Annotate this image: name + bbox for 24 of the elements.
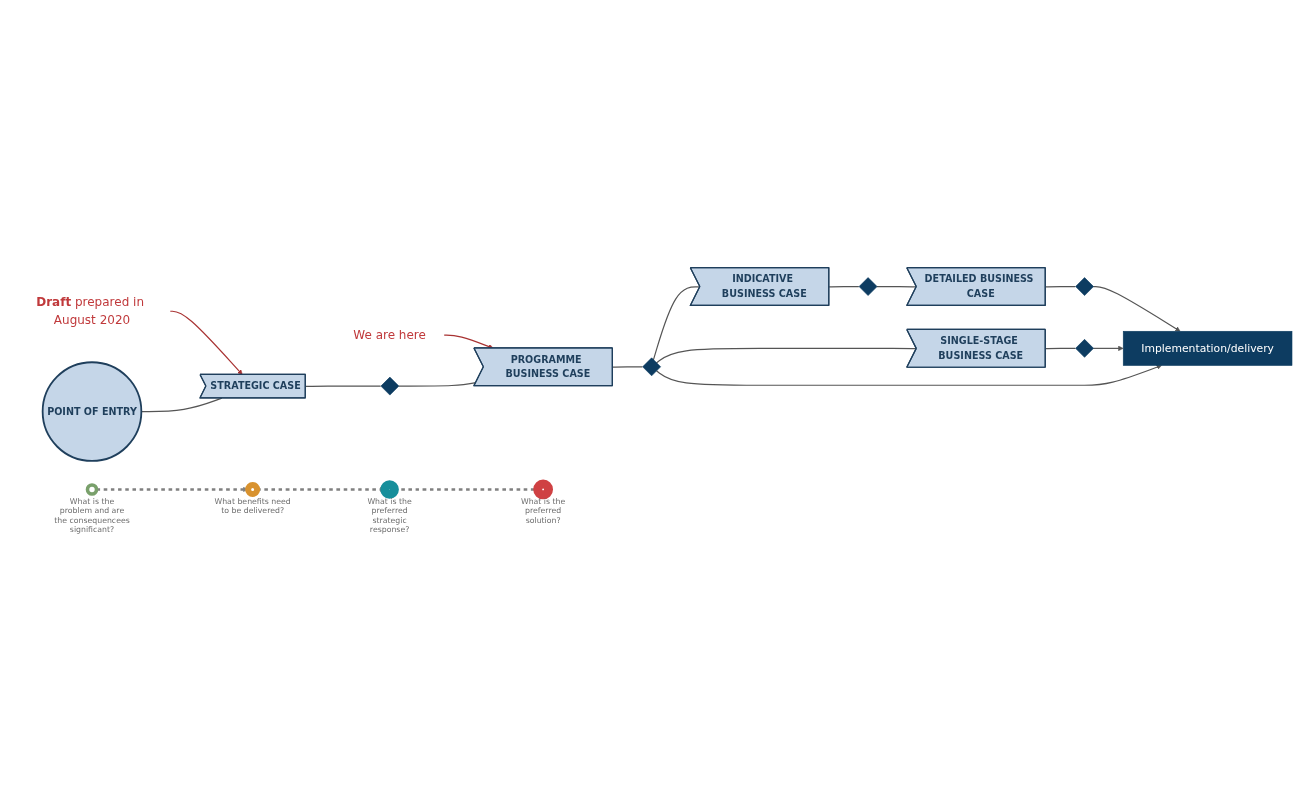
node-circle [85,483,99,496]
node-circle [245,481,261,497]
node-diamond [642,357,661,377]
connector [304,385,382,387]
connector [1044,285,1076,288]
arrow [169,310,243,375]
node-diamond [1075,277,1094,296]
node-circle: POINT OF ENTRY [41,361,143,462]
arrow [1092,285,1181,332]
node-circle [533,479,553,500]
node-box: Implementation/delivery [1122,330,1293,366]
connector [828,285,860,288]
node-circle [380,480,399,499]
arrow [1092,345,1124,351]
node-diamond [1075,339,1094,358]
connector [652,286,701,361]
arrow [655,364,1162,386]
connector [1044,347,1076,350]
node-diamond [858,277,878,296]
node-text: We are here [353,327,426,343]
node-diamond [380,376,400,396]
node-text: Draft prepared in August 2020 [36,295,144,328]
connector [612,366,643,368]
connector [398,381,477,387]
